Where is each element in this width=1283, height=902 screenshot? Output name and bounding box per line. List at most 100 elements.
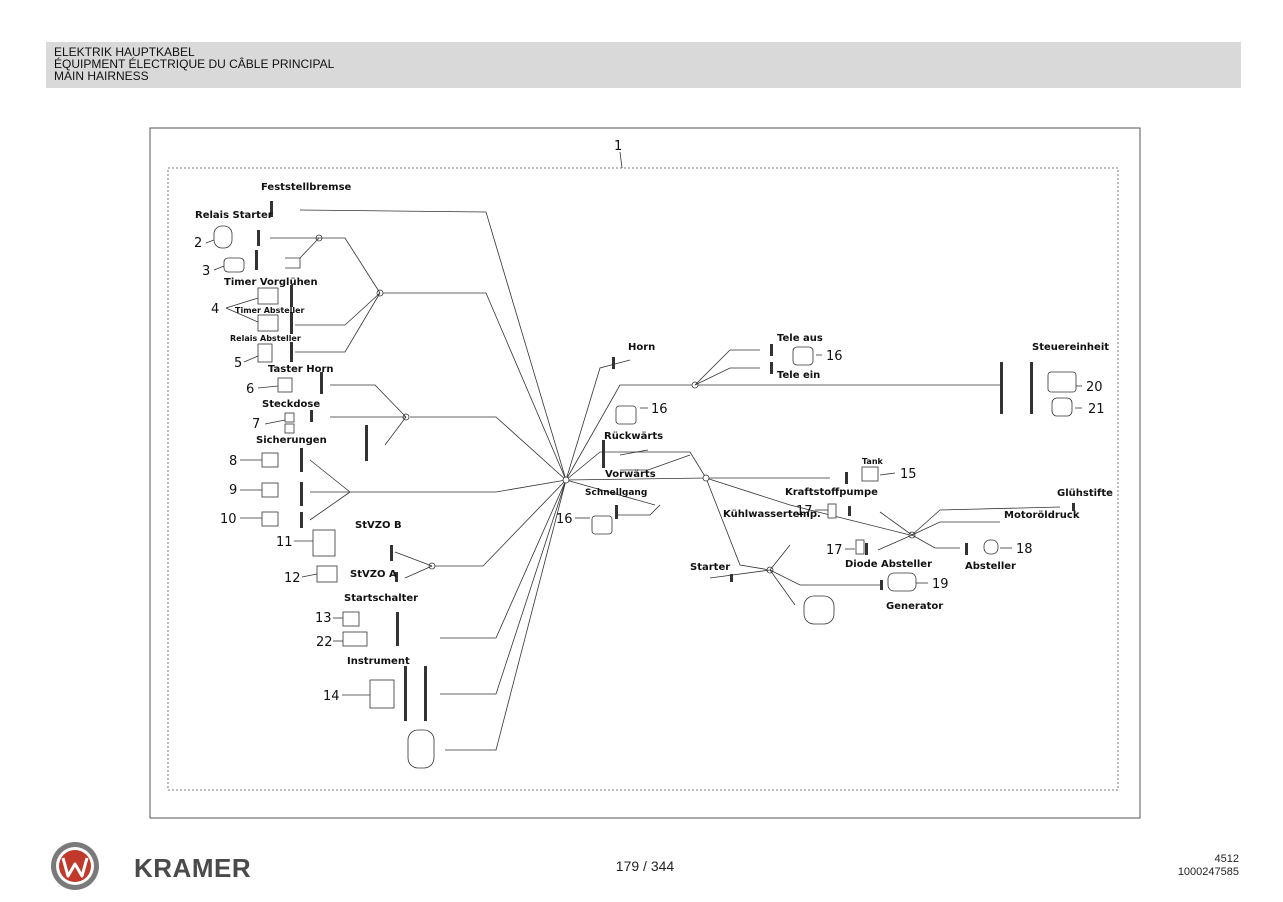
callout-3: 3 bbox=[202, 264, 210, 279]
left-connector-stubs bbox=[255, 201, 427, 721]
generator-icon bbox=[887, 572, 917, 592]
taster-horn-icon bbox=[277, 377, 293, 393]
label-tele-ein: Tele ein bbox=[777, 370, 820, 381]
callout-20: 20 bbox=[1086, 380, 1103, 395]
instrument-connector-icon bbox=[369, 679, 395, 709]
label-sicherungen: Sicherungen bbox=[256, 435, 327, 446]
callout-7: 7 bbox=[252, 417, 260, 432]
callout-5: 5 bbox=[234, 356, 242, 371]
label-diode-absteller: Diode Absteller bbox=[845, 559, 932, 570]
stvzo-a-icon bbox=[316, 565, 338, 583]
label-timer-vorgluehen: Timer Vorglühen bbox=[224, 277, 318, 288]
label-timer-absteller: Timer Absteller bbox=[235, 306, 305, 315]
label-kuehlwassertemp: Kühlwassertemp. bbox=[723, 509, 821, 520]
label-rueckwaerts: Rückwärts bbox=[604, 431, 663, 442]
title-english: MAIN HAIRNESS bbox=[54, 69, 149, 83]
label-kraftstoffpumpe: Kraftstoffpumpe bbox=[785, 487, 878, 498]
right-connector-stubs bbox=[602, 344, 1075, 590]
relais-absteller-icon bbox=[257, 343, 273, 363]
callout-leaders bbox=[205, 239, 1082, 696]
title-french: ÉQUIPMENT ÉLECTRIQUE DU CÂBLE PRINCIPAL bbox=[54, 57, 335, 71]
starter-plug-icon bbox=[803, 595, 835, 625]
tank-sensor-icon bbox=[861, 466, 879, 482]
callout-6: 6 bbox=[246, 382, 254, 397]
label-gluehstifte: Glühstifte bbox=[1057, 488, 1113, 499]
callout-16-rueckwaerts: 16 bbox=[651, 402, 668, 417]
label-stvzo-a: StVZO A bbox=[350, 569, 397, 580]
tele-relay-icon bbox=[792, 346, 814, 366]
main-leader bbox=[619, 151, 623, 169]
callout-22: 22 bbox=[316, 635, 333, 650]
callout-19: 19 bbox=[932, 577, 949, 592]
fuse-box-icon-2 bbox=[261, 482, 279, 498]
timer-absteller-icon bbox=[257, 314, 279, 332]
label-horn: Horn bbox=[628, 342, 655, 353]
callout-10: 10 bbox=[220, 512, 237, 527]
title-german: ELEKTRIK HAUPTKABEL bbox=[54, 45, 195, 59]
callout-12: 12 bbox=[284, 571, 301, 586]
label-taster-horn: Taster Horn bbox=[268, 364, 334, 375]
relay-starter-icon bbox=[213, 225, 233, 249]
label-stvzo-b: StVZO B bbox=[355, 520, 402, 531]
label-steckdose: Steckdose bbox=[262, 399, 320, 410]
page-number: 179 / 344 bbox=[615, 858, 675, 874]
fuse-box-icon bbox=[261, 452, 279, 468]
timer-vorgluehen-icon bbox=[257, 287, 279, 305]
brand-wordmark: KRAMER bbox=[134, 853, 252, 883]
relay-16-icon bbox=[615, 405, 637, 425]
right-components bbox=[591, 346, 1077, 625]
kramer-logo bbox=[51, 842, 99, 890]
callout-21: 21 bbox=[1088, 402, 1105, 417]
callout-main: 1 bbox=[614, 139, 622, 154]
harness-boundary bbox=[167, 167, 1119, 791]
startschalter-icon bbox=[342, 611, 360, 627]
label-relais-starter: Relais Starter bbox=[195, 210, 273, 221]
relay-icon bbox=[223, 257, 245, 273]
label-generator: Generator bbox=[886, 601, 943, 612]
relay-16b-icon bbox=[591, 515, 613, 535]
model-code: 4512 bbox=[1214, 853, 1239, 865]
callout-17-diode: 17 bbox=[826, 543, 843, 558]
label-instrument: Instrument bbox=[347, 656, 410, 667]
document-number: 1000247585 bbox=[1177, 866, 1239, 878]
callout-2: 2 bbox=[194, 236, 202, 251]
callout-15: 15 bbox=[900, 467, 917, 482]
callout-9: 9 bbox=[229, 483, 237, 498]
label-starter: Starter bbox=[690, 562, 730, 573]
label-absteller: Absteller bbox=[965, 561, 1016, 572]
steckdose-icon bbox=[284, 412, 295, 423]
round-connector-icon bbox=[407, 729, 435, 769]
callout-16-schnellgang: 16 bbox=[556, 512, 573, 527]
joystick-icon bbox=[1051, 397, 1073, 417]
stvzo-b-icon bbox=[312, 529, 336, 557]
callout-4: 4 bbox=[211, 302, 219, 317]
header-band: ELEKTRIK HAUPTKABEL ÉQUIPMENT ÉLECTRIQUE… bbox=[46, 42, 1241, 88]
absteller-icon bbox=[983, 539, 999, 555]
label-feststellbremse: Feststellbremse bbox=[261, 182, 352, 193]
key-switch-icon bbox=[342, 631, 368, 647]
callout-18: 18 bbox=[1016, 542, 1033, 557]
diode-icon bbox=[855, 539, 865, 555]
component-labels: Feststellbremse Relais Starter Timer Vor… bbox=[195, 182, 1113, 667]
control-unit-icon bbox=[1047, 371, 1077, 393]
label-motoroeldruck: Motoröldruck bbox=[1004, 510, 1080, 521]
temp-sensor-icon bbox=[827, 503, 837, 519]
label-steuereinheit: Steuereinheit bbox=[1032, 342, 1109, 353]
label-relais-absteller: Relais Absteller bbox=[230, 334, 301, 343]
callout-numbers: 2 3 4 5 6 7 8 9 10 11 12 13 22 14 16 16 … bbox=[194, 236, 1105, 704]
label-startschalter: Startschalter bbox=[344, 593, 418, 604]
callout-17-temp: 17 bbox=[796, 504, 813, 519]
right-branches bbox=[615, 349, 1061, 606]
callout-8: 8 bbox=[229, 454, 237, 469]
label-vorwaerts: Vorwärts bbox=[605, 469, 656, 480]
callout-11: 11 bbox=[276, 535, 293, 550]
left-components bbox=[213, 225, 435, 769]
label-tank: Tank bbox=[862, 457, 884, 466]
label-schnellgang: Schnellgang bbox=[585, 488, 647, 498]
callout-16-tele: 16 bbox=[826, 349, 843, 364]
callout-13: 13 bbox=[315, 611, 332, 626]
fuse-box-icon-3 bbox=[261, 511, 279, 527]
label-tele-aus: Tele aus bbox=[777, 333, 823, 344]
left-branches bbox=[270, 237, 433, 579]
